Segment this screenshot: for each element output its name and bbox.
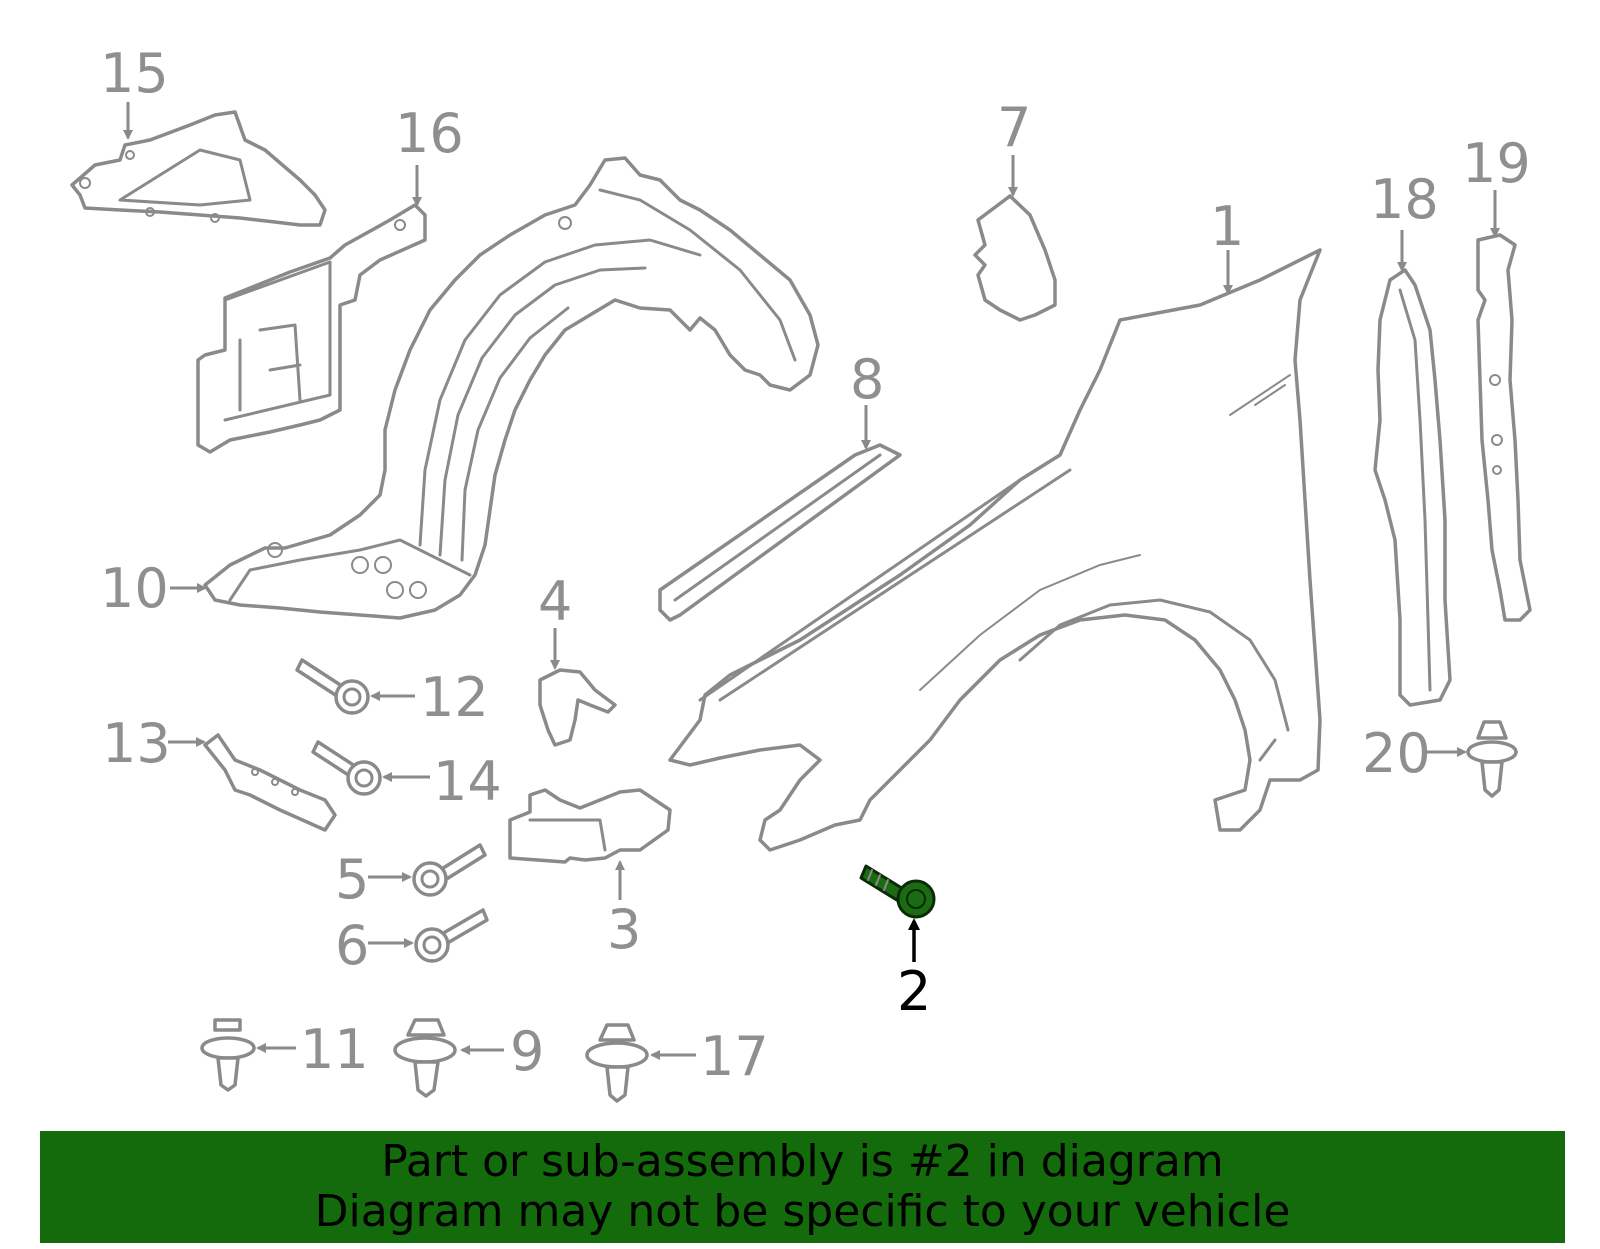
part-7-panel[interactable]: [973, 194, 1057, 322]
banner-line-1: Part or sub-assembly is #2 in diagram: [381, 1136, 1224, 1187]
part-20-clip[interactable]: [1466, 720, 1518, 798]
callout-16: 16: [395, 102, 464, 165]
callout-arrows: [123, 102, 1500, 1060]
part-16-cover[interactable]: [196, 203, 427, 454]
part-11-clip[interactable]: [200, 1018, 256, 1092]
callout-15: 15: [100, 42, 169, 105]
part-17-clip[interactable]: [585, 1023, 649, 1103]
part-19-bracket[interactable]: [1476, 233, 1532, 622]
callout-10: 10: [100, 557, 169, 620]
part-6-bolt[interactable]: [414, 908, 489, 963]
part-5-bolt[interactable]: [412, 843, 487, 897]
part-18-seal[interactable]: [1373, 268, 1452, 707]
callout-3: 3: [607, 898, 641, 961]
part-12-bolt[interactable]: [295, 658, 370, 715]
banner-line-2: Diagram may not be specific to your vehi…: [314, 1186, 1291, 1237]
callout-6: 6: [335, 914, 369, 977]
callout-19: 19: [1462, 132, 1531, 195]
part-14-bolt[interactable]: [311, 740, 382, 796]
callout-5: 5: [335, 848, 369, 911]
callout-13: 13: [102, 712, 171, 775]
part-9-clip[interactable]: [393, 1018, 457, 1098]
callout-14: 14: [433, 750, 502, 813]
notice-banner: Part or sub-assembly is #2 in diagram Di…: [40, 1131, 1565, 1243]
part-15-shield[interactable]: [70, 110, 327, 227]
part-10-fender-liner[interactable]: [203, 156, 820, 620]
callout-labels: 15 16 7 1 18 19 8 10 4 12 13 14 5 6 3 11…: [100, 42, 1531, 1088]
part-8-strip[interactable]: [658, 443, 902, 622]
part-3-guide[interactable]: [508, 788, 672, 864]
callout-17: 17: [700, 1025, 769, 1088]
callout-9: 9: [510, 1020, 544, 1083]
callout-4: 4: [538, 570, 572, 633]
callout-12: 12: [420, 666, 489, 729]
part-4-bracket[interactable]: [538, 668, 617, 747]
callout-7: 7: [997, 96, 1031, 159]
callout-8: 8: [850, 348, 884, 411]
part-13-bracket[interactable]: [203, 733, 337, 832]
part-1-fender[interactable]: [668, 248, 1322, 852]
part-2-bolt-highlighted[interactable]: [859, 864, 936, 919]
callout-11: 11: [300, 1018, 369, 1081]
callout-1: 1: [1210, 195, 1244, 258]
callout-20: 20: [1362, 722, 1431, 785]
callout-18: 18: [1370, 168, 1439, 231]
callout-2-highlighted: 2: [897, 960, 931, 1023]
